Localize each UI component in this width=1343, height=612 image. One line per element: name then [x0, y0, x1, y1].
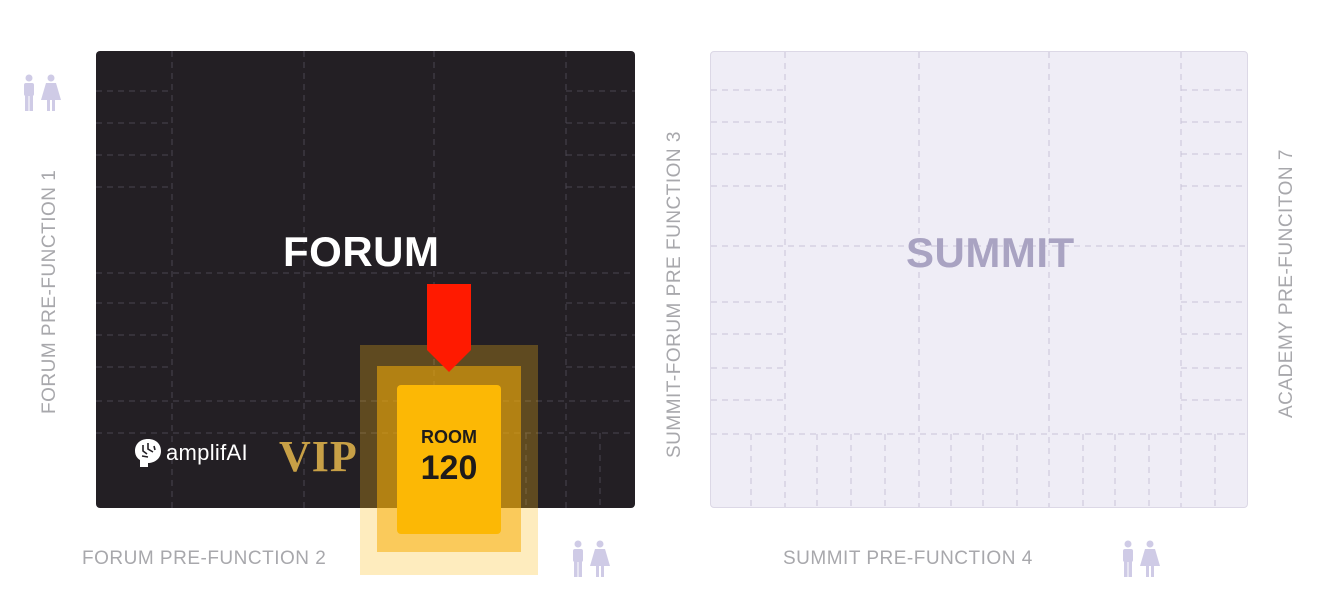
summit-hall[interactable]: SUMMIT — [710, 51, 1248, 508]
label-forum-pre-function-2: FORUM PRE-FUNCTION 2 — [82, 548, 327, 569]
label-summit-forum-pre-function-3: SUMMIT-FORUM PRE FUNCTION 3 — [664, 131, 685, 458]
room-label: ROOM — [421, 427, 477, 447]
forum-grid-lines — [96, 51, 635, 508]
restroom-icon — [1123, 540, 1160, 577]
room-120-marker[interactable]: ROOM 120 — [397, 385, 501, 534]
forum-hall[interactable]: FORUM — [96, 51, 635, 508]
forum-title: FORUM — [283, 228, 440, 275]
restroom-icon — [573, 540, 610, 577]
vip-badge: VIP — [279, 432, 358, 481]
restroom-icon — [24, 74, 61, 111]
label-academy-pre-function-7: ACADEMY PRE-FUNCITON 7 — [1276, 149, 1297, 418]
amplifai-logo: amplifAI — [134, 438, 248, 468]
summit-title: SUMMIT — [906, 229, 1075, 276]
brain-logo-icon — [135, 439, 161, 467]
label-forum-pre-function-1: FORUM PRE-FUNCTION 1 — [39, 169, 60, 414]
room-number: 120 — [420, 449, 478, 487]
location-arrow-icon — [427, 284, 471, 372]
summit-grid-lines — [711, 52, 1247, 507]
amplifai-logo-text: amplifAI — [166, 440, 248, 465]
label-summit-pre-function-4: SUMMIT PRE-FUNCTION 4 — [783, 548, 1033, 569]
